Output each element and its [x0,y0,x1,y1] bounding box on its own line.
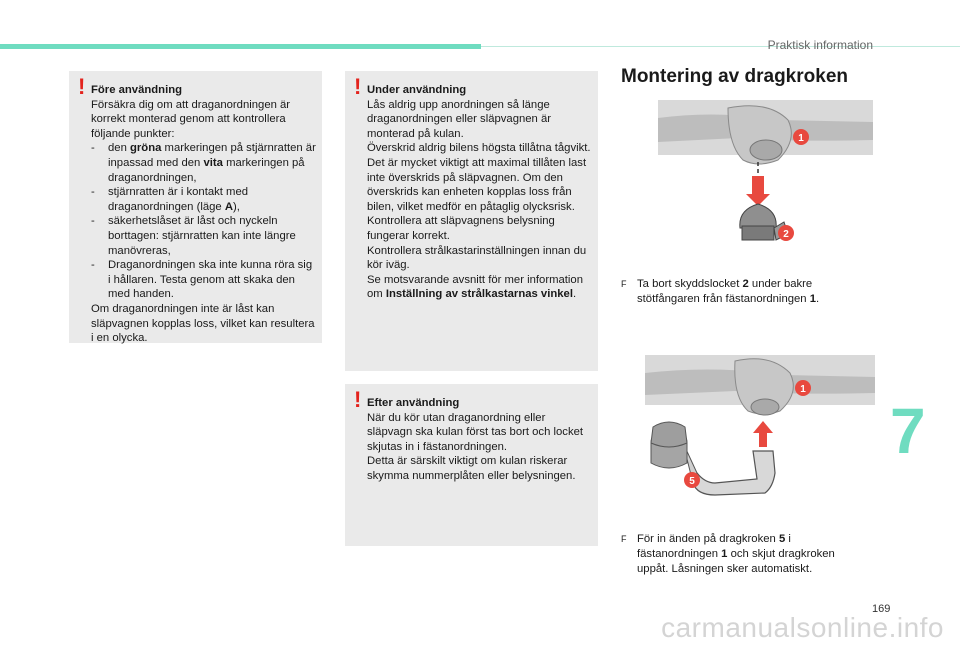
towbar-insert-illustration: 1 5 [645,355,875,496]
step-remove-cap: F Ta bort skyddslocket 2 under bakre stö… [621,278,820,305]
box-outro: Om draganordningen inte är låst kan släp… [91,302,315,345]
box-intro: Försäkra dig om att draganordningen är k… [91,98,291,140]
callout-label: 1 [798,133,804,144]
callout-2 [778,225,794,241]
callout-1 [795,380,811,396]
header-title: Praktisk information [767,38,873,52]
box-title: Före användning [91,84,183,96]
chapter-number: 7 [890,395,926,467]
callout-5 [684,472,700,488]
step-bullet-icon: F [621,279,627,289]
list-item: - stjärnratten är i kontakt med draganor… [91,186,249,213]
section-title: Montering av dragkroken [621,66,848,87]
box-paragraph: Kontrollera att släpvagnens belysning fu… [367,215,555,242]
box-paragraph: Överskrid aldrig bilens högsta tillåtna … [367,142,591,155]
warning-icon: ! [354,74,362,99]
warning-icon: ! [78,74,86,99]
header-line [481,46,960,47]
warning-box-during: ! Under användning Lås aldrig upp anordn… [345,71,598,371]
box-paragraph: När du kör utan draganordning eller släp… [367,411,584,453]
page-number: 169 [872,603,891,615]
list-item: - säkerhetslåset är låst och nyckeln bor… [91,215,296,257]
box-paragraph: Lås aldrig upp anordningen så länge drag… [367,98,552,140]
callout-label: 2 [783,229,789,240]
header-bar [0,44,481,49]
callout-label: 5 [689,476,695,487]
callout-label: 1 [800,384,806,395]
step-insert-towbar: F För in änden på dragkroken 5 i fästano… [621,533,835,575]
box-title: Under användning [367,84,467,96]
box-paragraph: Se motsvarande avsnitt för mer informati… [367,273,583,301]
step-bullet-icon: F [621,534,627,544]
box-paragraph: Det är mycket viktigt att maximal tillåt… [367,156,587,213]
callout-1 [793,129,809,145]
list-item: - den gröna markeringen på stjärnratten … [91,142,316,184]
figure-remove-cap: 1 2 [658,100,873,260]
towbar-mount-illustration: 1 2 [658,100,873,241]
box-paragraph: Detta är särskilt viktigt om kulan riske… [367,455,576,482]
warning-icon: ! [354,387,362,412]
list-item: - Draganordningen ska inte kunna röra si… [91,259,313,301]
box-title: Efter användning [367,397,460,409]
watermark: carmanualsonline.info [661,612,944,643]
box-paragraph: Kontrollera strålkastarinställningen inn… [367,244,587,272]
figure-insert-towbar: 1 5 [645,355,875,520]
warning-box-before: ! Före användning Försäkra dig om att dr… [69,71,322,345]
warning-box-after: ! Efter användning När du kör utan draga… [345,384,598,546]
